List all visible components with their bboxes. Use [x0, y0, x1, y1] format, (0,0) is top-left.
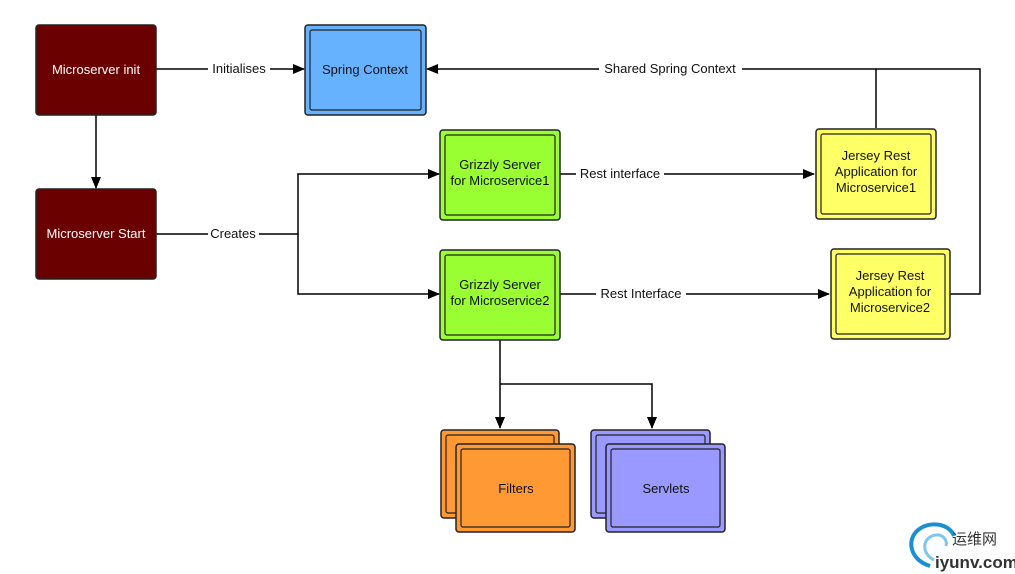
node-spring-context[interactable]: Spring Context [304, 24, 427, 116]
node-label-line: Microserver init [52, 62, 141, 77]
label-creates: Creates [210, 226, 256, 241]
node-label: Microserver init [52, 62, 141, 77]
node-label: Spring Context [322, 62, 408, 77]
node-label-line: Jersey Rest [856, 268, 925, 283]
node-label-line: Servlets [643, 481, 690, 496]
label-rest-interface-1: Rest interface [580, 166, 660, 181]
node-label-line: Grizzly Server [459, 277, 541, 292]
node-label-line: Application for [849, 284, 932, 299]
watermark-cn: 运维网 [952, 530, 997, 548]
node-label-line: Jersey Rest [842, 148, 911, 163]
swirl-logo-icon [909, 522, 956, 568]
node-label: Servlets [643, 481, 690, 496]
watermark: 运维网 iyunv.com [909, 522, 1015, 572]
node-label-line: Spring Context [322, 62, 408, 77]
node-label: Filters [498, 481, 534, 496]
node-label-line: Grizzly Server [459, 157, 541, 172]
watermark-en: iyunv.com [935, 553, 1015, 572]
node-filters[interactable]: Filters [440, 429, 576, 533]
node-label: Microserver Start [47, 226, 146, 241]
edge-labels: Initialises Shared Spring Context Create… [210, 61, 736, 301]
edge-to-filters-servlets [495, 340, 657, 429]
label-rest-interface-2: Rest Interface [601, 286, 682, 301]
node-microserver-start[interactable]: Microserver Start [35, 188, 157, 280]
node-label-line: Application for [835, 164, 918, 179]
label-shared-spring-context: Shared Spring Context [604, 61, 736, 76]
node-label-line: Microservice2 [850, 300, 930, 315]
node-label-line: for Microservice2 [451, 293, 550, 308]
edge-creates [156, 169, 440, 299]
edges [91, 64, 981, 429]
node-label-line: Microservice1 [836, 180, 916, 195]
node-label-line: Microserver Start [47, 226, 146, 241]
node-label-line: for Microservice1 [451, 173, 550, 188]
edge-shared-context [426, 64, 981, 295]
node-microserver-init[interactable]: Microserver init [35, 24, 157, 116]
node-servlets[interactable]: Servlets [590, 429, 726, 533]
node-label-line: Filters [498, 481, 534, 496]
label-initialises: Initialises [212, 61, 266, 76]
